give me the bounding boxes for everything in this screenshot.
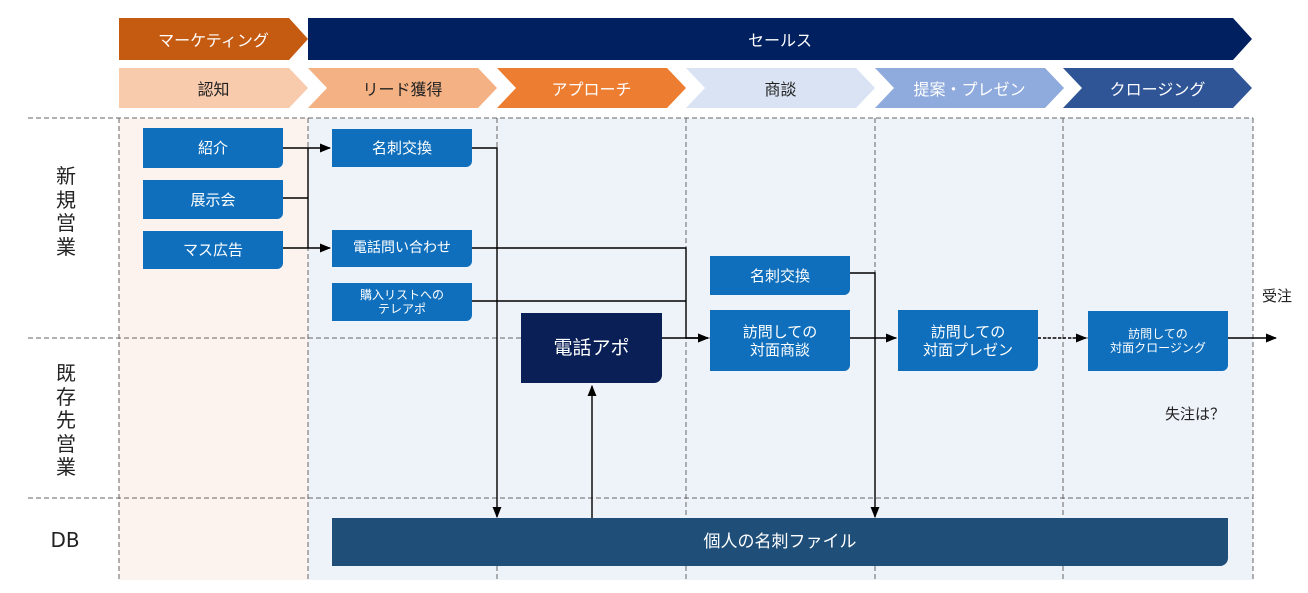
- phase-approach: アプローチ: [497, 68, 686, 108]
- phase-closing-label: クロージング: [1109, 80, 1206, 99]
- lane-label-new-sales: 新規営業: [56, 164, 76, 259]
- outcome-order-lost: 失注は？: [1165, 405, 1226, 423]
- phase-sales-label: セールス: [747, 31, 812, 50]
- node-card-exchange-lead: 名刺交換: [332, 129, 472, 167]
- phase-marketing-label: マーケティング: [158, 31, 269, 50]
- phase-awareness-label: 認知: [197, 80, 230, 99]
- phase-approach-label: アプローチ: [551, 80, 632, 99]
- phase-lead-acquisition: リード獲得: [308, 68, 497, 108]
- node-purchased-list-teleappo: 購入リストへの テレアポ: [332, 283, 472, 321]
- node-phone-inquiry: 電話問い合わせ: [332, 230, 472, 267]
- lane-label-existing-sales: 既存先営業: [56, 361, 76, 480]
- phase-lead-acquisition-label: リード獲得: [362, 80, 443, 99]
- phase-meeting-label: 商談: [764, 80, 797, 99]
- phase-proposal: 提案・プレゼン: [875, 68, 1064, 108]
- phase-proposal-label: 提案・プレゼン: [913, 80, 1026, 99]
- lane-label-db: DB: [50, 528, 80, 552]
- node-visit-meeting: 訪問しての 対面商談: [710, 310, 850, 371]
- phase-closing: クロージング: [1063, 68, 1252, 108]
- node-exhibition: 展示会: [143, 180, 283, 219]
- node-visit-closing: 訪問しての 対面クロージング: [1088, 311, 1228, 371]
- phase-sales: セールス: [308, 18, 1252, 60]
- db-card-file: 個人の名刺ファイル: [332, 518, 1228, 566]
- node-referral: 紹介: [143, 128, 283, 168]
- outcome-order-won: 受注: [1262, 287, 1293, 305]
- node-mass-ad: マス広告: [143, 231, 283, 269]
- node-tele-appointment: 電話アポ: [521, 313, 662, 383]
- phase-meeting: 商談: [686, 68, 875, 108]
- phase-marketing: マーケティング: [119, 18, 308, 60]
- node-card-exchange-meeting: 名刺交換: [710, 256, 850, 295]
- node-visit-presentation: 訪問しての 対面プレゼン: [898, 310, 1038, 371]
- phase-awareness: 認知: [119, 68, 308, 108]
